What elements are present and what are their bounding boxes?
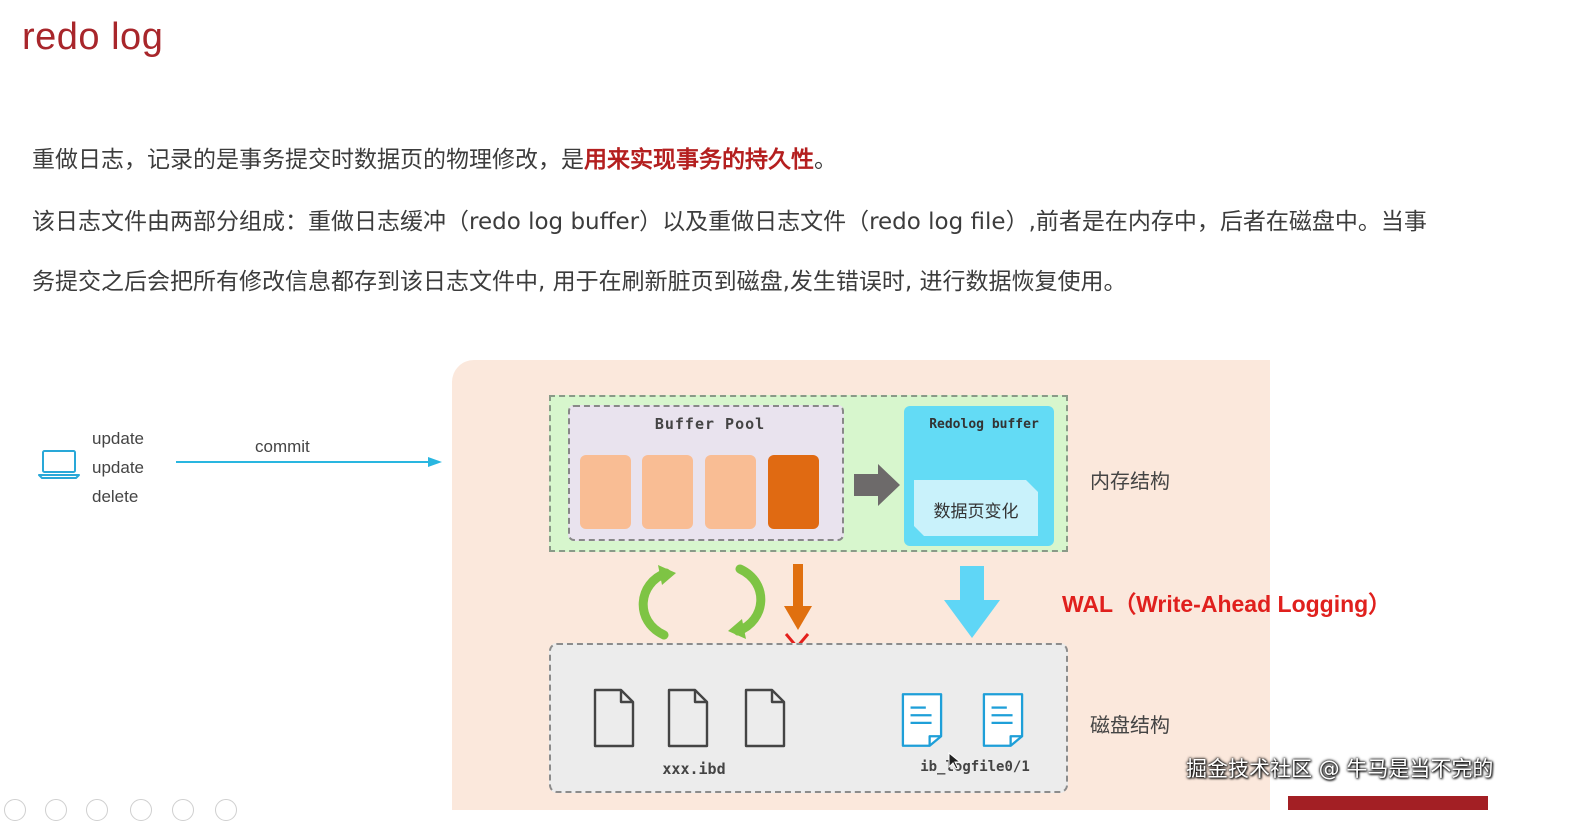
data-file-icon bbox=[744, 688, 786, 748]
data-file-icon bbox=[593, 688, 635, 748]
paragraph-definition-text: 重做日志，记录的是事务提交时数据页的物理修改，是 bbox=[32, 147, 584, 173]
commit-arrow bbox=[176, 457, 442, 467]
gray-arrow-right-icon bbox=[854, 464, 900, 506]
highlight-durability: 用来实现事务的持久性 bbox=[584, 147, 814, 173]
redo-log-file-label: ib_logfile0/1 bbox=[920, 759, 1030, 775]
client-operations: update update delete bbox=[92, 424, 144, 511]
memory-structure-label: 内存结构 bbox=[1090, 469, 1170, 493]
slide-title: redo log bbox=[22, 16, 164, 58]
disk-structure-box bbox=[549, 643, 1068, 793]
op-update-2: update bbox=[92, 458, 144, 477]
op-delete: delete bbox=[92, 487, 139, 506]
laptop-icon bbox=[38, 450, 80, 479]
slide-nav-dots bbox=[0, 797, 260, 821]
commit-label: commit bbox=[255, 437, 310, 456]
slide-nav-dot[interactable] bbox=[130, 799, 152, 821]
slide-nav-dot[interactable] bbox=[172, 799, 194, 821]
page-change-shape bbox=[914, 480, 1038, 536]
log-file-icon bbox=[982, 693, 1024, 747]
wal-label: WAL（Write-Ahead Logging） bbox=[1062, 591, 1392, 617]
slide-nav-dot[interactable] bbox=[86, 799, 108, 821]
op-update-1: update bbox=[92, 429, 144, 448]
ibd-file-label: xxx.ibd bbox=[662, 760, 726, 778]
redolog-buffer-label: Redolog buffer bbox=[929, 417, 1039, 432]
buffer-page bbox=[642, 455, 693, 529]
slide-nav-dot[interactable] bbox=[45, 799, 67, 821]
paragraph-composition-line2: 务提交之后会把所有修改信息都存到该日志文件中, 用于在刷新脏页到磁盘,发生错误时… bbox=[32, 269, 1127, 295]
paragraph-composition-line1: 该日志文件由两部分组成：重做日志缓冲（redo log buffer）以及重做日… bbox=[32, 209, 1427, 235]
paragraph-definition-end: 。 bbox=[814, 147, 837, 173]
mouse-cursor-icon bbox=[948, 752, 962, 770]
buffer-pool-label: Buffer Pool bbox=[654, 415, 766, 433]
sync-arrows-icon bbox=[638, 564, 766, 640]
dirty-page bbox=[768, 455, 819, 529]
data-file-icon bbox=[667, 688, 709, 748]
disk-structure-label: 磁盘结构 bbox=[1090, 713, 1170, 737]
paragraph-definition: 重做日志，记录的是事务提交时数据页的物理修改，是用来实现事务的持久性。 bbox=[32, 140, 837, 174]
slide-nav-dot[interactable] bbox=[4, 799, 26, 821]
page-change-label: 数据页变化 bbox=[933, 502, 1019, 522]
bottom-red-strip bbox=[1288, 796, 1488, 810]
buffer-page bbox=[580, 455, 631, 529]
watermark-text: 掘金技术社区 @ 牛马是当不完的 bbox=[1186, 757, 1494, 781]
slide-nav-dot[interactable] bbox=[215, 799, 237, 821]
buffer-page bbox=[705, 455, 756, 529]
cyan-arrow-down-icon bbox=[944, 566, 1000, 638]
log-file-icon bbox=[901, 693, 943, 747]
